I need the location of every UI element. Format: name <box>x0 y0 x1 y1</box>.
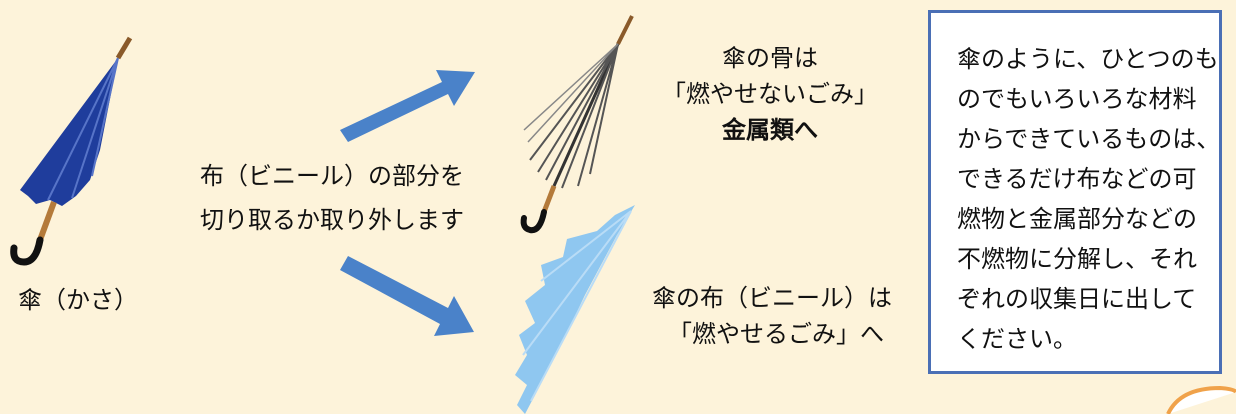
bones-handle <box>520 209 547 234</box>
info-line-7: ぞれの収集日に出して <box>957 285 1197 313</box>
bones-line-2: 「燃やせないごみ」 <box>662 80 878 108</box>
info-line-5: 燃物と金属部分などの <box>957 205 1197 233</box>
fabric-line-2: 「燃やせるごみ」へ <box>668 320 884 348</box>
umbrella-illustration <box>10 36 133 266</box>
arrow-down-right <box>340 256 474 336</box>
info-line-8: ください。 <box>957 325 1077 353</box>
arrow-up-right <box>340 70 475 142</box>
info-line-4: できるだけ布などの可 <box>957 165 1197 193</box>
bones-line-3: 金属類へ <box>722 116 818 144</box>
bones-line-1: 傘の骨は <box>722 44 818 72</box>
info-line-3: からできているものは、 <box>957 125 1221 153</box>
fabric-line-1: 傘の布（ビニール）は <box>652 284 892 312</box>
instruction-line-2: 切り取るか取り外します <box>200 206 464 234</box>
umbrella-handle <box>10 236 44 266</box>
umbrella-canopy <box>20 58 118 206</box>
info-line-2: のでもいろいろな材料 <box>957 85 1197 113</box>
decorative-circle <box>1166 385 1236 414</box>
info-line-6: 不燃物に分解し、それ <box>957 245 1197 273</box>
instruction-line-1: 布（ビニール）の部分を <box>200 162 464 190</box>
umbrella-label: 傘（かさ） <box>18 286 138 314</box>
info-box: 傘のように、ひとつのも のでもいろいろな材料 からできているものは、 できるだけ… <box>928 10 1222 374</box>
umbrella-bones-illustration <box>520 15 634 234</box>
umbrella-fabric-illustration <box>515 205 635 414</box>
info-line-1: 傘のように、ひとつのも <box>957 45 1219 73</box>
